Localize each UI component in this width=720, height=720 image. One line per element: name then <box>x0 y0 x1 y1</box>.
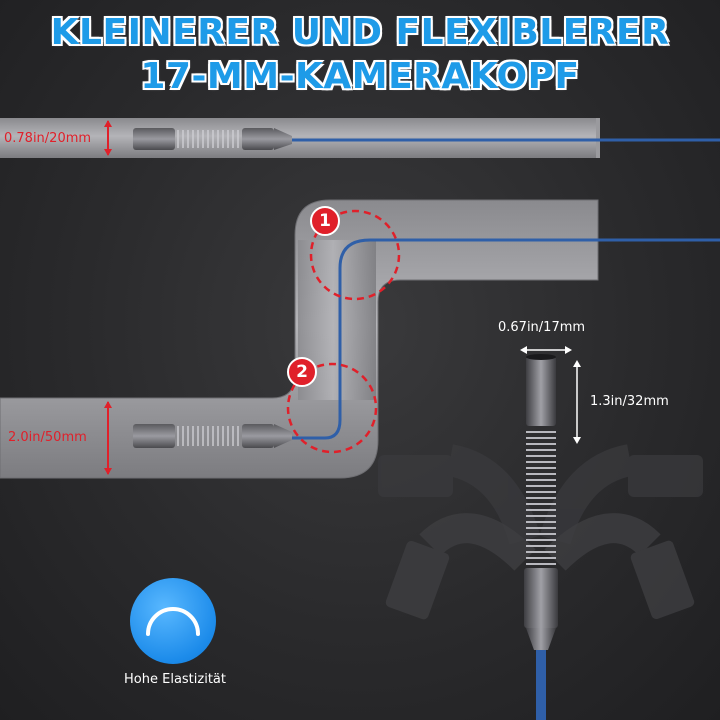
camera-width-label: 0.67in/17mm <box>498 320 586 335</box>
diameter-arrow-large <box>104 401 112 475</box>
bend-marker-1: 1 <box>310 206 340 236</box>
camera-length-label: 1.3in/32mm <box>590 394 669 409</box>
small-pipe-diameter-label: 0.78in/20mm <box>4 131 92 146</box>
large-pipe-diameter-label: 2.0in/50mm <box>8 430 87 445</box>
camera-head-bent-pipe <box>133 424 292 448</box>
headline-line-1: KLEINERER UND FLEXIBLERER <box>50 12 670 53</box>
camera-head-lens-housing <box>526 356 556 426</box>
camera-head-small-pipe <box>133 128 292 150</box>
cable <box>292 238 720 440</box>
diameter-arrow-small <box>104 120 112 156</box>
bend-circle-1 <box>309 209 401 301</box>
small-pipe-body <box>0 118 598 158</box>
arc-elasticity-icon <box>130 578 216 664</box>
cable <box>536 650 546 720</box>
small-pipe <box>0 118 720 158</box>
elasticity-label: Hohe Elastizität <box>124 672 226 687</box>
headline-line-2: 17-MM-KAMERAKOPF <box>140 56 580 97</box>
flex-camera-illustration <box>378 346 703 720</box>
length-arrow <box>573 360 581 444</box>
bend-marker-2: 2 <box>287 357 317 387</box>
bend-circle-2 <box>286 362 378 454</box>
bent-pipe <box>0 199 720 479</box>
width-arrow <box>520 346 572 354</box>
